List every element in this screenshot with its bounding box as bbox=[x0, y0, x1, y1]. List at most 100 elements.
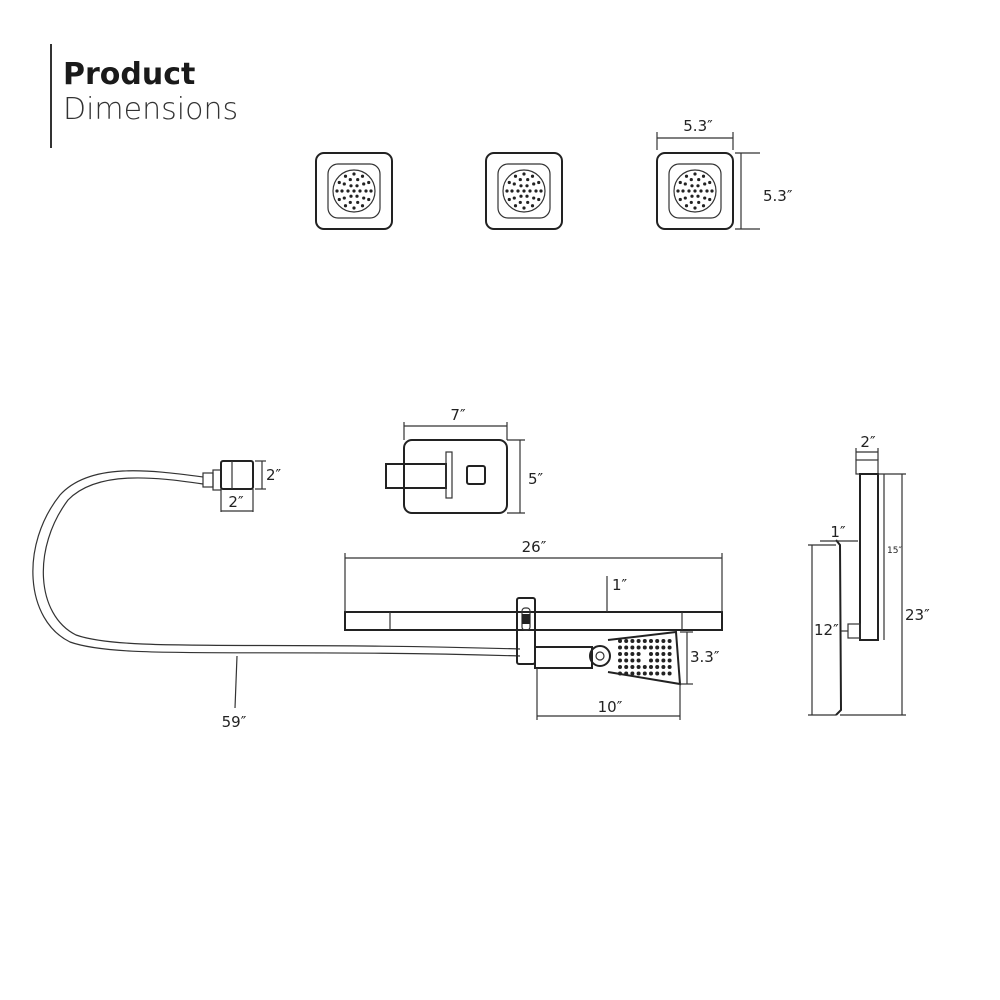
jet-nozzle-dot bbox=[708, 180, 712, 185]
spray-hole bbox=[642, 639, 647, 643]
jet-nozzle-dot bbox=[343, 174, 348, 178]
jet-nozzle-dot bbox=[693, 189, 697, 193]
jet-nozzle-dot bbox=[360, 204, 365, 208]
spray-hole bbox=[618, 671, 622, 676]
jet-nozzle-dot bbox=[534, 189, 538, 193]
jet-nozzle-dot bbox=[526, 177, 530, 182]
jet-nozzle-dot bbox=[539, 189, 543, 193]
spray-hole bbox=[630, 671, 635, 676]
jet-nozzle-dot bbox=[343, 204, 348, 208]
jet-nozzle-dot bbox=[708, 197, 712, 202]
control-panel-height-label: 5″ bbox=[528, 470, 544, 488]
jet-nozzle-dot bbox=[690, 194, 694, 198]
jet-nozzle-dot bbox=[693, 206, 697, 210]
spray-hole bbox=[649, 658, 653, 663]
spray-hole bbox=[618, 652, 622, 656]
spray-hole bbox=[618, 665, 622, 669]
body-jet-1 bbox=[315, 152, 393, 230]
jet-nozzle-dot bbox=[687, 189, 691, 193]
handheld-length-label: 10″ bbox=[598, 698, 623, 716]
spray-hole bbox=[630, 639, 635, 643]
jet-nozzle-dot bbox=[705, 189, 709, 193]
jet-nozzle-dot bbox=[526, 200, 530, 205]
title-line-dimensions: Dimensions bbox=[63, 91, 239, 127]
jet-nozzle-dot bbox=[696, 184, 700, 188]
spray-hole bbox=[624, 639, 629, 643]
spray-hole bbox=[655, 645, 660, 650]
spray-hole bbox=[661, 671, 666, 676]
jet-nozzle-dot bbox=[364, 189, 368, 193]
control-panel-height-dimension: 5″ bbox=[507, 439, 544, 514]
jet-nozzle-dot bbox=[701, 174, 706, 178]
jet-nozzle-dot bbox=[683, 196, 687, 200]
spray-hole bbox=[636, 639, 641, 643]
jet-nozzle-dot bbox=[528, 189, 532, 193]
jet-nozzle-dot bbox=[530, 174, 535, 178]
jet-nozzle-dot bbox=[522, 189, 526, 193]
spray-hole bbox=[667, 639, 672, 643]
body-jet-width-dimension: 5.3″ bbox=[656, 117, 734, 150]
jet-nozzle-dot bbox=[532, 182, 536, 186]
jet-nozzle-dot bbox=[352, 172, 356, 176]
jet-nozzle-dot bbox=[356, 177, 360, 182]
connector-height-label: 2″ bbox=[266, 466, 282, 484]
spray-hole bbox=[667, 658, 672, 663]
hose bbox=[32, 470, 521, 657]
spray-hole bbox=[667, 645, 672, 650]
jet-nozzle-dot bbox=[360, 174, 365, 178]
spray-hole bbox=[655, 671, 660, 676]
spray-hole bbox=[667, 665, 672, 669]
jet-nozzle-dot bbox=[513, 174, 518, 178]
jet-nozzle-dot bbox=[697, 200, 701, 205]
jet-nozzle-dot bbox=[537, 197, 541, 202]
hose-length-dimension: 59″ bbox=[222, 655, 247, 731]
body-jet-width-label: 5.3″ bbox=[683, 117, 713, 135]
spray-hole bbox=[618, 639, 622, 643]
handheld-height-dimension: 3.3″ bbox=[680, 631, 720, 685]
jet-nozzle-dot bbox=[703, 196, 707, 200]
jet-nozzle-dot bbox=[699, 189, 703, 193]
connector-width-dimension: 2″ bbox=[220, 489, 254, 512]
jet-nozzle-dot bbox=[369, 189, 373, 193]
spray-hole bbox=[630, 665, 635, 669]
slide-bar bbox=[344, 611, 723, 631]
rain-total-height-label: 23″ bbox=[905, 606, 930, 624]
jet-nozzle-dot bbox=[342, 196, 346, 200]
jet-nozzle-dot bbox=[522, 172, 526, 176]
spray-hole bbox=[618, 658, 622, 663]
spray-hole bbox=[649, 665, 653, 669]
jet-nozzle-dot bbox=[512, 196, 516, 200]
rain-offset-dimension: 1″ bbox=[820, 523, 858, 542]
spray-hole bbox=[636, 658, 641, 663]
handheld-length-dimension: 10″ bbox=[536, 668, 681, 720]
rain-total-height-dimension: 23″ bbox=[840, 473, 930, 716]
jet-nozzles bbox=[676, 172, 714, 210]
handheld-spray-holes bbox=[618, 639, 672, 676]
jet-nozzle-dot bbox=[684, 204, 689, 208]
spray-hole bbox=[661, 658, 666, 663]
jet-nozzle-dot bbox=[352, 206, 356, 210]
connector-width-label: 2″ bbox=[228, 493, 244, 511]
jet-nozzle-dot bbox=[522, 206, 526, 210]
jet-nozzle-dot bbox=[684, 174, 689, 178]
jet-nozzle-dot bbox=[683, 182, 687, 186]
spray-hole bbox=[624, 652, 629, 656]
spray-hole bbox=[642, 665, 647, 669]
jet-nozzle-dot bbox=[348, 177, 352, 182]
jet-nozzle-dot bbox=[367, 180, 371, 185]
jet-nozzle-dot bbox=[358, 189, 362, 193]
spray-hole bbox=[642, 671, 647, 676]
jet-nozzle-dot bbox=[696, 194, 700, 198]
spray-hole bbox=[661, 639, 666, 643]
jet-nozzle-dot bbox=[518, 200, 522, 205]
spray-hole bbox=[655, 652, 660, 656]
jet-nozzle-dot bbox=[710, 189, 714, 193]
jet-nozzle-dot bbox=[335, 189, 339, 193]
jet-nozzle-dot bbox=[689, 200, 693, 205]
jet-nozzle-dot bbox=[349, 184, 353, 188]
jet-nozzle-dot bbox=[352, 189, 356, 193]
jet-nozzle-dot bbox=[512, 182, 516, 186]
jet-nozzle-dot bbox=[537, 180, 541, 185]
jet-nozzle-dot bbox=[507, 180, 511, 185]
jet-nozzle-dot bbox=[690, 184, 694, 188]
